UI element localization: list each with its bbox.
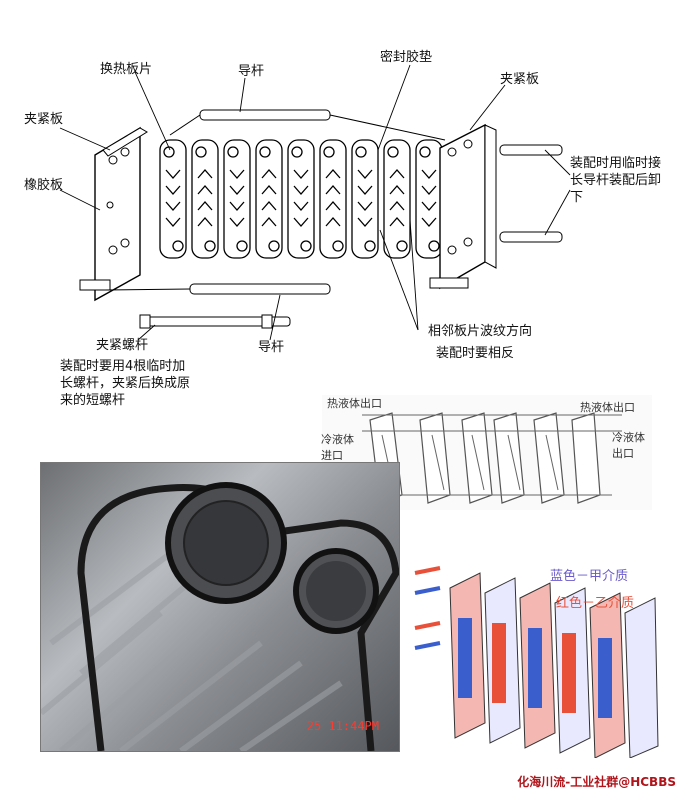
corrugation-note-1: 相邻板片波纹方向 — [428, 324, 533, 339]
photo-timestamp: 25 11:44PM — [306, 719, 379, 733]
guide-rod-top-label: 导杆 — [238, 64, 265, 79]
hot-outlet-right-label: 热液体出口 — [580, 401, 635, 414]
rubber-plate-label: 橡胶板 — [24, 178, 64, 193]
corrugation-note-2: 装配时要相反 — [436, 346, 515, 361]
assembly-diagram — [59, 64, 571, 341]
gasket-label: 密封胶垫 — [380, 50, 433, 65]
blue-medium-label: 蓝色－甲介质 — [550, 569, 629, 584]
cold-inlet-label: 冷液体进口 — [321, 433, 354, 462]
right-clamp-plate — [439, 123, 486, 290]
temp-rod-note: 装配时用临时接长导杆装配后卸下 — [570, 156, 662, 205]
cold-outlet-label: 冷液体出口 — [612, 431, 645, 460]
red-medium-label: 红色－乙介质 — [556, 596, 635, 611]
clamp-bolt — [139, 314, 291, 329]
left-clamp-plate — [94, 126, 141, 302]
heat-plates — [159, 139, 443, 259]
plate-label: 换热板片 — [100, 62, 153, 77]
guide-rod-bottom — [104, 283, 331, 295]
bolt-note: 装配时要用4根临时加长螺杆，夹紧后换成原来的短螺杆 — [60, 359, 191, 408]
color-flow-diagram — [414, 566, 659, 758]
plate-photo: 25 11:44PM — [40, 462, 400, 752]
hot-outlet-left-label: 热液体出口 — [327, 397, 382, 410]
clamp-plate-right-label: 夹紧板 — [500, 72, 540, 87]
clamp-bolt-label: 夹紧螺杆 — [96, 338, 149, 353]
clamp-plate-left-label: 夹紧板 — [24, 112, 64, 127]
temp-guide-rods — [499, 144, 563, 243]
watermark: 化海川流-工业社群@HCBBS — [517, 775, 676, 789]
guide-rod-top — [169, 109, 446, 141]
guide-rod-bottom-label: 导杆 — [258, 340, 285, 355]
